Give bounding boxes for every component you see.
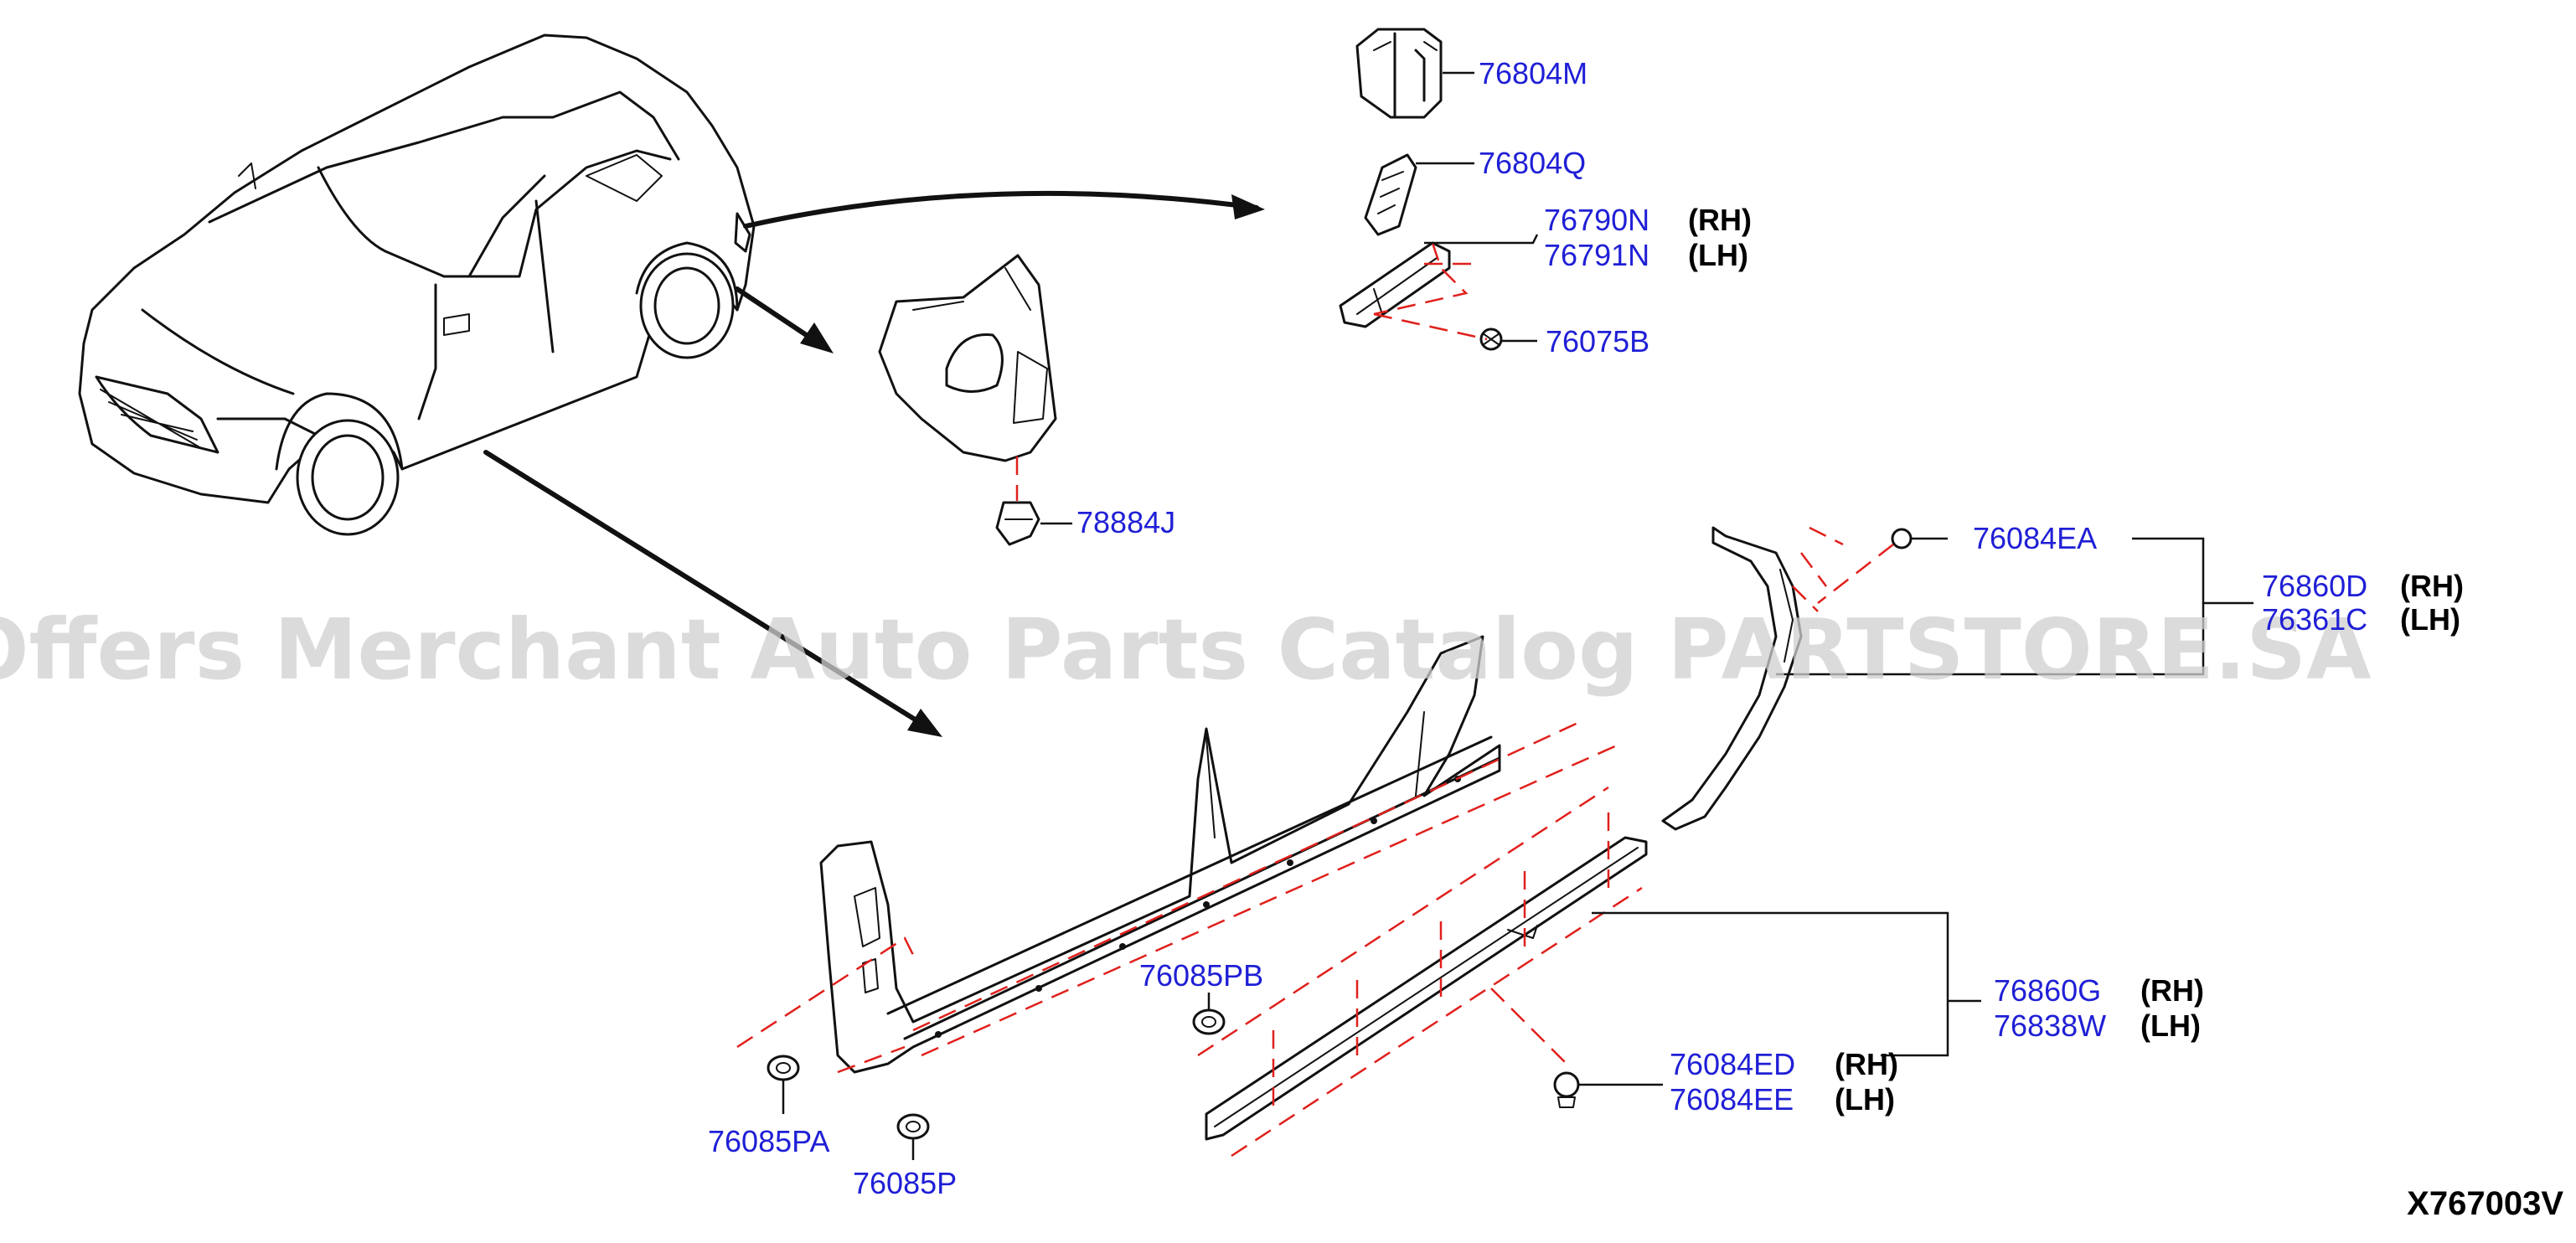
inner-wheel-panel [878,254,1057,546]
part-label-76361c[interactable]: 76361C [2262,602,2367,637]
part-label-76804q[interactable]: 76804Q [1479,146,1586,180]
part-label-76790n[interactable]: 76790N [1544,203,1649,237]
part-label-76838w[interactable]: 76838W [1994,1008,2106,1043]
part-label-76860g[interactable]: 76860G [1994,973,2101,1008]
watermark-text: Offers Merchant Auto Parts Catalog PARTS… [0,601,2372,699]
diagram-code: X767003V [2407,1185,2563,1222]
part-label-76084ea[interactable]: 76084EA [1973,521,2097,555]
side-label-rh: (RH) [2140,973,2204,1008]
part-label-76791n[interactable]: 76791N [1544,238,1649,272]
side-label-rh: (RH) [1688,203,1752,237]
side-sill-body [736,635,1618,1074]
part-label-76085pa[interactable]: 76085PA [708,1124,829,1158]
part-label-76804m[interactable]: 76804M [1479,56,1587,90]
part-labels: 76804M 76804Q 76790N (RH) 76791N (LH) 76… [708,56,2464,1200]
part-label-76084ed[interactable]: 76084ED [1670,1047,1795,1081]
part-label-78884j[interactable]: 78884J [1076,505,1175,539]
lower-sill-molding [1197,786,1648,1158]
fuel-lid-parts [1339,28,1503,351]
grommet-clips [767,1008,1226,1140]
side-label-lh: (LH) [1688,238,1748,272]
side-label-lh: (LH) [2400,602,2460,637]
part-label-76860d[interactable]: 76860D [2262,569,2367,603]
part-label-76085pb[interactable]: 76085PB [1139,958,1263,993]
part-label-76084ee[interactable]: 76084EE [1670,1082,1794,1117]
part-label-76075b[interactable]: 76075B [1546,324,1649,358]
callout-arrows [483,190,1265,737]
part-label-76085p[interactable]: 76085P [853,1166,957,1200]
vehicle-illustration [78,34,756,536]
side-label-lh: (LH) [1835,1082,1895,1117]
leader-lines [782,71,2253,1160]
side-label-rh: (RH) [1835,1047,1898,1081]
side-label-rh: (RH) [2400,569,2464,603]
upper-sill-molding [1661,526,1913,831]
side-label-lh: (LH) [2140,1008,2201,1043]
